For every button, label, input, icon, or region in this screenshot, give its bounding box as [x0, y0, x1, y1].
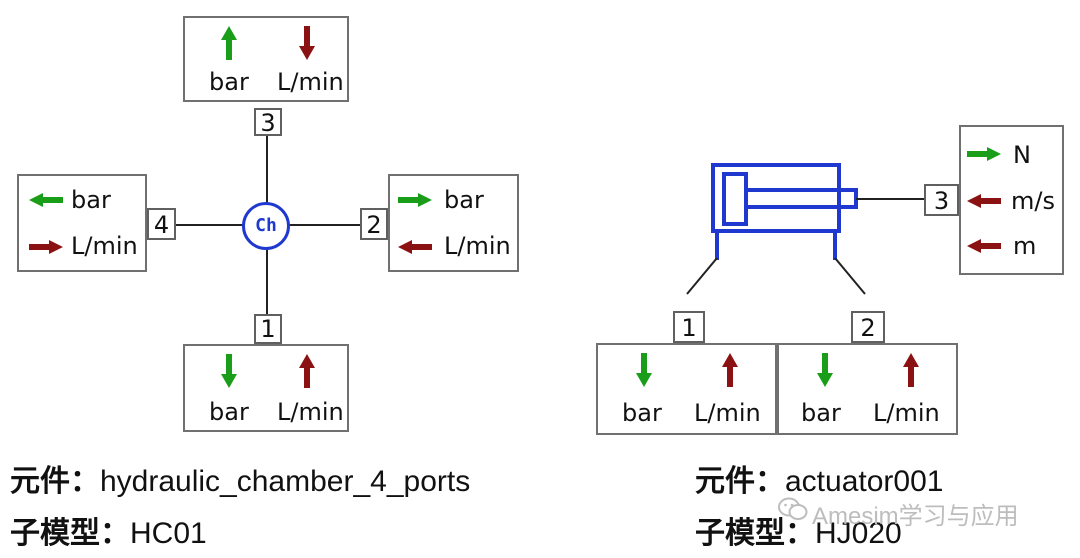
chamber-top-port-box: bar L/min: [183, 16, 349, 102]
watermark-text: Amesim学习与应用: [812, 503, 1019, 530]
component-name: hydraulic_chamber_4_ports: [100, 465, 471, 498]
actuator-force-label: N: [1013, 141, 1031, 169]
actuator-port1-pressure-label: bar: [622, 399, 662, 427]
red-arrow-down-icon: [299, 26, 315, 60]
component-label: 元件：: [10, 464, 100, 499]
actuator-port-1: 1: [673, 311, 705, 343]
chamber-wire-left: [176, 224, 244, 226]
red-arrow-up-icon: [299, 354, 315, 388]
chamber-left-pressure-label: bar: [71, 186, 111, 214]
chamber-bottom-pressure-label: bar: [209, 398, 249, 426]
chamber-right-flow-label: L/min: [444, 232, 511, 260]
actuator-right-port-box: N m/s m: [959, 125, 1064, 275]
chamber-port-1: 1: [254, 314, 282, 344]
actuator-port2-box: bar L/min: [777, 343, 958, 435]
chamber-top-pressure-label: bar: [209, 68, 249, 96]
chamber-component-caption: 元件：hydraulic_chamber_4_ports: [10, 456, 470, 500]
red-arrow-up-icon: [903, 353, 919, 387]
chamber-submodel-caption: 子模型：HC01: [10, 508, 207, 552]
component-label: 元件：: [695, 464, 785, 499]
hydraulic-chamber-symbol: Ch: [242, 202, 290, 250]
red-arrow-right-icon: [29, 240, 63, 254]
red-arrow-left-icon: [967, 239, 1001, 253]
red-arrow-left-icon: [967, 194, 1001, 208]
chamber-right-pressure-label: bar: [444, 186, 484, 214]
chamber-bottom-port-box: bar L/min: [183, 344, 349, 432]
red-arrow-up-icon: [722, 353, 738, 387]
wechat-logo-icon: [778, 497, 808, 520]
actuator-component-caption: 元件：actuator001: [695, 456, 943, 500]
green-arrow-down-icon: [221, 354, 237, 388]
chamber-right-port-box: bar L/min: [388, 174, 519, 272]
actuator-port1-flow-label: L/min: [694, 399, 761, 427]
green-arrow-right-icon: [398, 193, 432, 207]
green-arrow-left-icon: [29, 193, 63, 207]
submodel-name: HC01: [130, 517, 207, 550]
chamber-left-port-box: bar L/min: [17, 174, 147, 272]
chamber-port-4: 4: [147, 208, 176, 240]
actuator-port2-pressure-label: bar: [801, 399, 841, 427]
chamber-left-flow-label: L/min: [71, 232, 138, 260]
green-arrow-down-icon: [636, 353, 652, 387]
chamber-wire-right: [288, 224, 360, 226]
red-arrow-left-icon: [398, 240, 432, 254]
chamber-wire-bottom: [266, 248, 268, 314]
actuator-port2-flow-label: L/min: [873, 399, 940, 427]
chamber-port-3: 3: [254, 108, 282, 136]
submodel-label: 子模型：: [695, 516, 815, 551]
actuator-port1-box: bar L/min: [596, 343, 777, 435]
green-arrow-up-icon: [221, 26, 237, 60]
actuator-wires: [686, 198, 924, 295]
chamber-port-2: 2: [360, 208, 388, 240]
actuator-displacement-label: m: [1013, 232, 1037, 260]
chamber-bottom-flow-label: L/min: [277, 398, 344, 426]
green-arrow-down-icon: [817, 353, 833, 387]
component-name: actuator001: [785, 465, 944, 498]
submodel-name: HJ020: [815, 517, 902, 550]
chamber-wire-top: [266, 136, 268, 204]
submodel-label: 子模型：: [10, 516, 130, 551]
actuator-port-3: 3: [924, 184, 959, 216]
actuator-port-2: 2: [851, 311, 885, 343]
green-arrow-right-icon: [967, 147, 1001, 161]
actuator-submodel-caption: 子模型：HJ020: [695, 508, 902, 552]
actuator-velocity-label: m/s: [1011, 187, 1055, 215]
chamber-top-flow-label: L/min: [277, 68, 344, 96]
